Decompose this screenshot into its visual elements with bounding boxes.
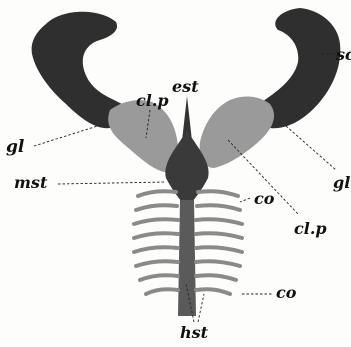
rib: [196, 261, 240, 266]
hyposternum: [178, 200, 196, 316]
leader-gl-right: [286, 126, 336, 170]
rib: [196, 275, 236, 280]
left-ribs: [134, 191, 178, 294]
right-ribs: [196, 191, 242, 294]
rib: [146, 289, 178, 294]
rib: [196, 289, 230, 294]
leader-gl-left: [34, 124, 104, 146]
label-mst: mst: [14, 173, 48, 192]
rib: [196, 219, 242, 224]
rib: [134, 247, 178, 252]
label-cl-p-right: cl.p: [294, 219, 327, 238]
rib: [138, 191, 176, 196]
left-clavicle-process: [108, 100, 178, 172]
leader-co-upper: [240, 198, 250, 202]
rib: [134, 233, 178, 238]
right-clavicle-process: [200, 97, 274, 168]
rib: [134, 219, 178, 224]
label-gl-right: gl: [333, 173, 350, 192]
left-scapula: [32, 12, 124, 128]
label-co-lower: co: [276, 283, 297, 302]
rib: [198, 191, 238, 196]
rib: [196, 233, 242, 238]
rib: [197, 205, 240, 210]
rib: [136, 205, 177, 210]
leader-hst-b: [198, 294, 204, 322]
rib: [196, 247, 242, 252]
label-est: est: [172, 77, 199, 96]
rib: [140, 275, 178, 280]
rib: [136, 261, 178, 266]
label-co-upper: co: [254, 189, 275, 208]
leader-mst: [58, 182, 166, 184]
label-gl-left: gl: [6, 137, 25, 157]
label-cl-p-left: cl.p: [136, 91, 169, 110]
label-sc: sc: [335, 45, 351, 64]
label-hst: hst: [180, 323, 209, 342]
